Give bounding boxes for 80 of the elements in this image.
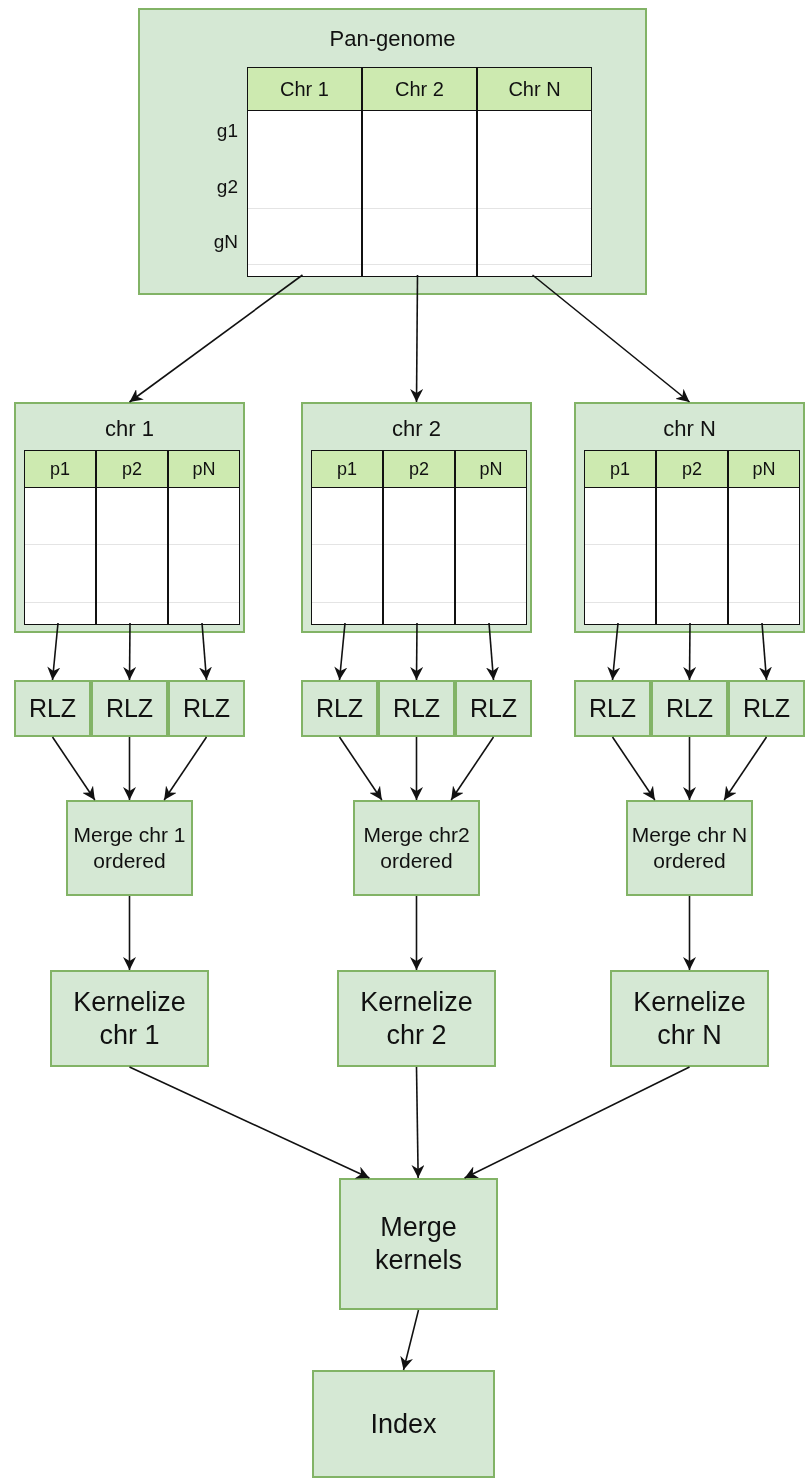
panel-title: chr 1 — [104, 416, 155, 442]
arrow — [338, 736, 383, 801]
process-box: RLZ — [91, 680, 168, 737]
arrow — [759, 622, 772, 681]
arrow — [163, 736, 208, 801]
row-label: g2 — [215, 176, 238, 198]
panel-title: Pan-genome — [328, 26, 457, 52]
process-box: Merge chr 1 ordered — [66, 800, 193, 896]
column-header: pN — [456, 451, 526, 488]
process-box: RLZ — [651, 680, 728, 737]
arrow — [128, 274, 304, 403]
arrow — [51, 736, 96, 801]
table-column — [383, 450, 455, 625]
arrow — [128, 1066, 371, 1179]
table-column — [656, 450, 728, 625]
process-box: Kernelize chr 1 — [50, 970, 209, 1067]
panel — [14, 402, 245, 633]
arrow — [411, 1066, 425, 1179]
arrow — [531, 274, 691, 403]
table-column — [24, 450, 96, 625]
table-column — [728, 450, 800, 625]
arrow — [723, 736, 768, 801]
table-column — [584, 450, 656, 625]
table-column — [96, 450, 168, 625]
arrow — [334, 622, 348, 681]
process-box: RLZ — [301, 680, 378, 737]
process-box: RLZ — [728, 680, 805, 737]
arrow — [486, 622, 499, 681]
arrow — [683, 895, 696, 971]
table-column — [311, 450, 383, 625]
process-box: RLZ — [455, 680, 532, 737]
column-header: Chr 2 — [363, 68, 476, 111]
arrow — [683, 622, 697, 681]
column-header: pN — [729, 451, 799, 488]
arrow — [450, 736, 495, 801]
table-column — [168, 450, 240, 625]
table-column — [247, 67, 362, 277]
process-box: RLZ — [378, 680, 455, 737]
column-header: pN — [169, 451, 239, 488]
process-box: Kernelize chr 2 — [337, 970, 496, 1067]
panel — [138, 8, 647, 295]
arrow — [199, 622, 212, 681]
process-box: RLZ — [14, 680, 91, 737]
arrow — [463, 1066, 691, 1179]
column-header: p2 — [657, 451, 727, 488]
arrow — [410, 736, 423, 801]
arrow — [400, 1309, 420, 1371]
panel — [301, 402, 532, 633]
process-box: Kernelize chr N — [610, 970, 769, 1067]
arrow — [123, 622, 137, 681]
arrow — [123, 736, 136, 801]
process-box: RLZ — [168, 680, 245, 737]
column-header: p2 — [384, 451, 454, 488]
process-box: Merge chr N ordered — [626, 800, 753, 896]
process-box: Index — [312, 1370, 495, 1478]
arrow — [47, 622, 61, 681]
column-header: p2 — [97, 451, 167, 488]
arrow — [410, 622, 424, 681]
arrow — [683, 736, 696, 801]
table-column — [455, 450, 527, 625]
column-header: p1 — [312, 451, 382, 488]
arrow — [607, 622, 621, 681]
arrow — [123, 895, 136, 971]
panel-title: chr 2 — [391, 416, 442, 442]
process-box: Merge chr2 ordered — [353, 800, 480, 896]
arrow — [410, 895, 423, 971]
table-column — [362, 67, 477, 277]
row-label: g1 — [215, 120, 238, 142]
arrow — [410, 274, 424, 403]
column-header: Chr 1 — [248, 68, 361, 111]
process-box: Merge kernels — [339, 1178, 498, 1310]
column-header: Chr N — [478, 68, 591, 111]
panel-title: chr N — [662, 416, 717, 442]
column-header: p1 — [25, 451, 95, 488]
column-header: p1 — [585, 451, 655, 488]
row-label: gN — [212, 231, 238, 253]
process-box: RLZ — [574, 680, 651, 737]
table-column — [477, 67, 592, 277]
panel — [574, 402, 805, 633]
arrow — [611, 736, 656, 801]
